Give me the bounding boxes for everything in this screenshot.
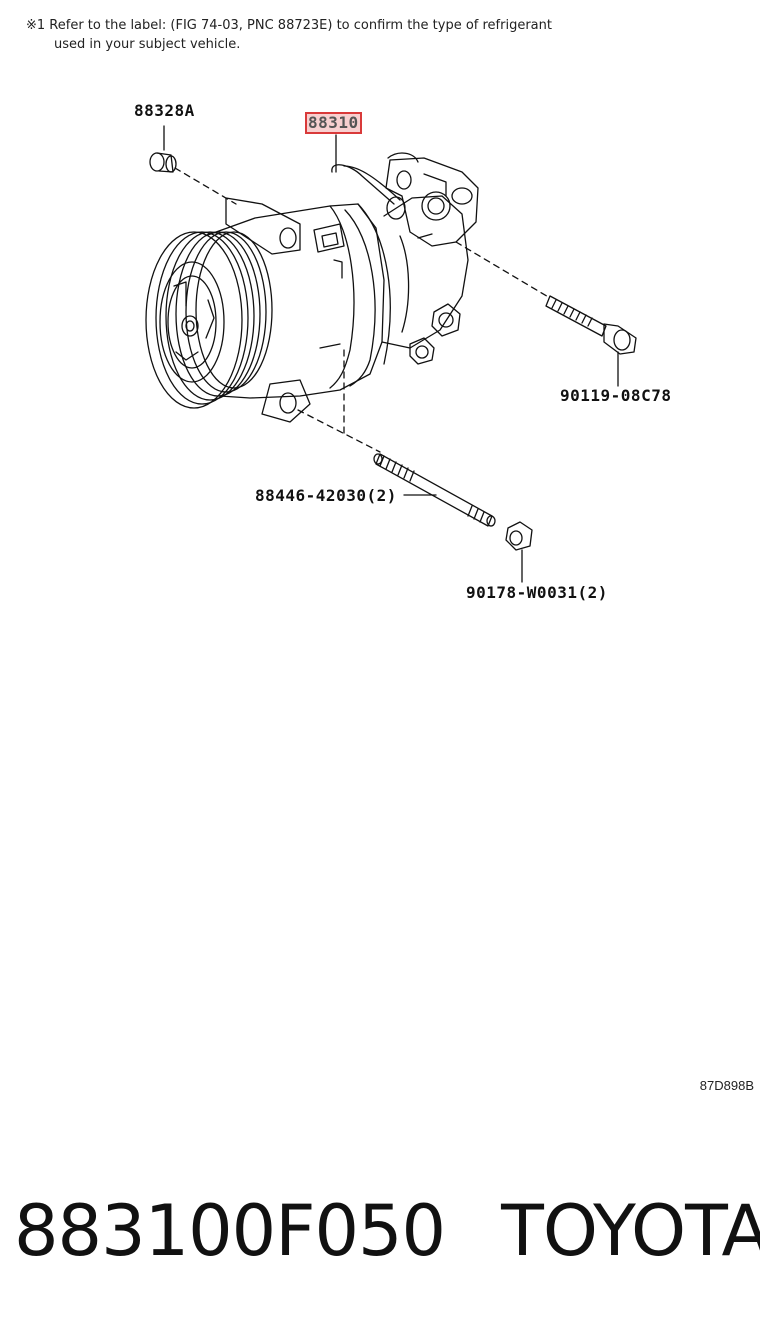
dashed-stud	[297, 409, 381, 453]
footer-title: 883100F050 TOYOTA	[14, 1188, 760, 1274]
figure-code: 87D898B	[699, 1078, 754, 1093]
compressor-body	[204, 152, 479, 423]
callout-nut-label[interactable]: 90178-W0031(2)	[466, 583, 608, 602]
callout-stud-label[interactable]: 88446-42030(2)	[255, 486, 397, 505]
part-number: 883100F050	[14, 1190, 446, 1272]
nut-part	[505, 521, 533, 551]
pulley	[145, 231, 273, 409]
dashed-bolt	[455, 241, 551, 299]
brand-name: TOYOTA	[501, 1190, 760, 1272]
note-line-2: used in your subject vehicle.	[54, 37, 241, 52]
callout-compressor-label[interactable]: 88310	[305, 112, 362, 134]
stud-part	[373, 453, 496, 527]
refrigerant-note: ※1 Refer to the label: (FIG 74-03, PNC 8…	[26, 16, 626, 54]
callout-cap-label[interactable]: 88328A	[134, 101, 195, 120]
bolt-part	[545, 295, 637, 355]
note-line-1: ※1 Refer to the label: (FIG 74-03, PNC 8…	[26, 18, 552, 33]
cap-part	[149, 152, 177, 173]
callout-bolt-label[interactable]: 90119-08C78	[560, 386, 672, 405]
